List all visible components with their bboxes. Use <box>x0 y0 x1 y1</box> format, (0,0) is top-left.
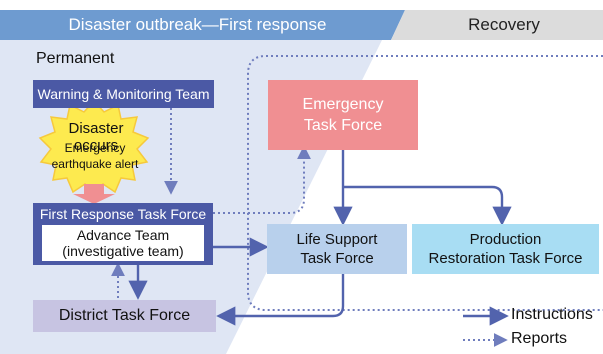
advance-team-line-2: (investigative team) <box>62 243 184 259</box>
emergency-task-force-box: Emergency Task Force <box>268 80 418 150</box>
earthquake-alert-label: Emergency earthquake alert <box>40 140 150 172</box>
production-restoration-task-force-box: Production Restoration Task Force <box>412 224 599 274</box>
header-band-first-response <box>0 10 405 40</box>
district-task-force-box: District Task Force <box>33 300 216 332</box>
earthquake-alert-line-1: Emergency <box>64 141 126 155</box>
advance-team-box: Advance Team (investigative team) <box>42 225 204 261</box>
production-line-1: Production <box>469 231 542 248</box>
permanent-label: Permanent <box>36 50 115 67</box>
warning-monitoring-team-label: Warning & Monitoring Team <box>37 86 210 102</box>
life-support-line-1: Life Support <box>296 231 378 248</box>
legend-instructions-label: Instructions <box>511 306 593 323</box>
header-phase-first-response: Disaster outbreak—First response <box>68 15 327 34</box>
life-support-line-2: Task Force <box>300 250 374 267</box>
trigger-arrow <box>73 184 115 204</box>
legend-reports-label: Reports <box>511 330 568 347</box>
emergency-task-force-line-2: Task Force <box>303 117 383 134</box>
earthquake-alert-line-2: earthquake alert <box>51 157 139 171</box>
header-band-recovery <box>391 10 603 40</box>
emergency-task-force-line-1: Emergency <box>302 96 384 113</box>
first-response-task-force-label: First Response Task Force <box>39 205 207 222</box>
production-line-2: Restoration Task Force <box>428 250 583 267</box>
first-response-task-force-box: First Response Task Force Advance Team (… <box>33 203 213 265</box>
district-task-force-label: District Task Force <box>58 307 191 324</box>
instruction-connector-life-district <box>216 274 345 326</box>
warning-monitoring-team-box: Warning & Monitoring Team <box>33 80 214 108</box>
emergency-group-frame <box>247 55 603 311</box>
life-support-task-force-box: Life Support Task Force <box>267 224 407 274</box>
instruction-connector-emergency-prod <box>343 185 512 226</box>
advance-team-line-1: Advance Team <box>76 227 170 243</box>
header-phase-recovery: Recovery <box>468 15 540 34</box>
disaster-occurs-label: Disaster occurs <box>68 120 124 154</box>
